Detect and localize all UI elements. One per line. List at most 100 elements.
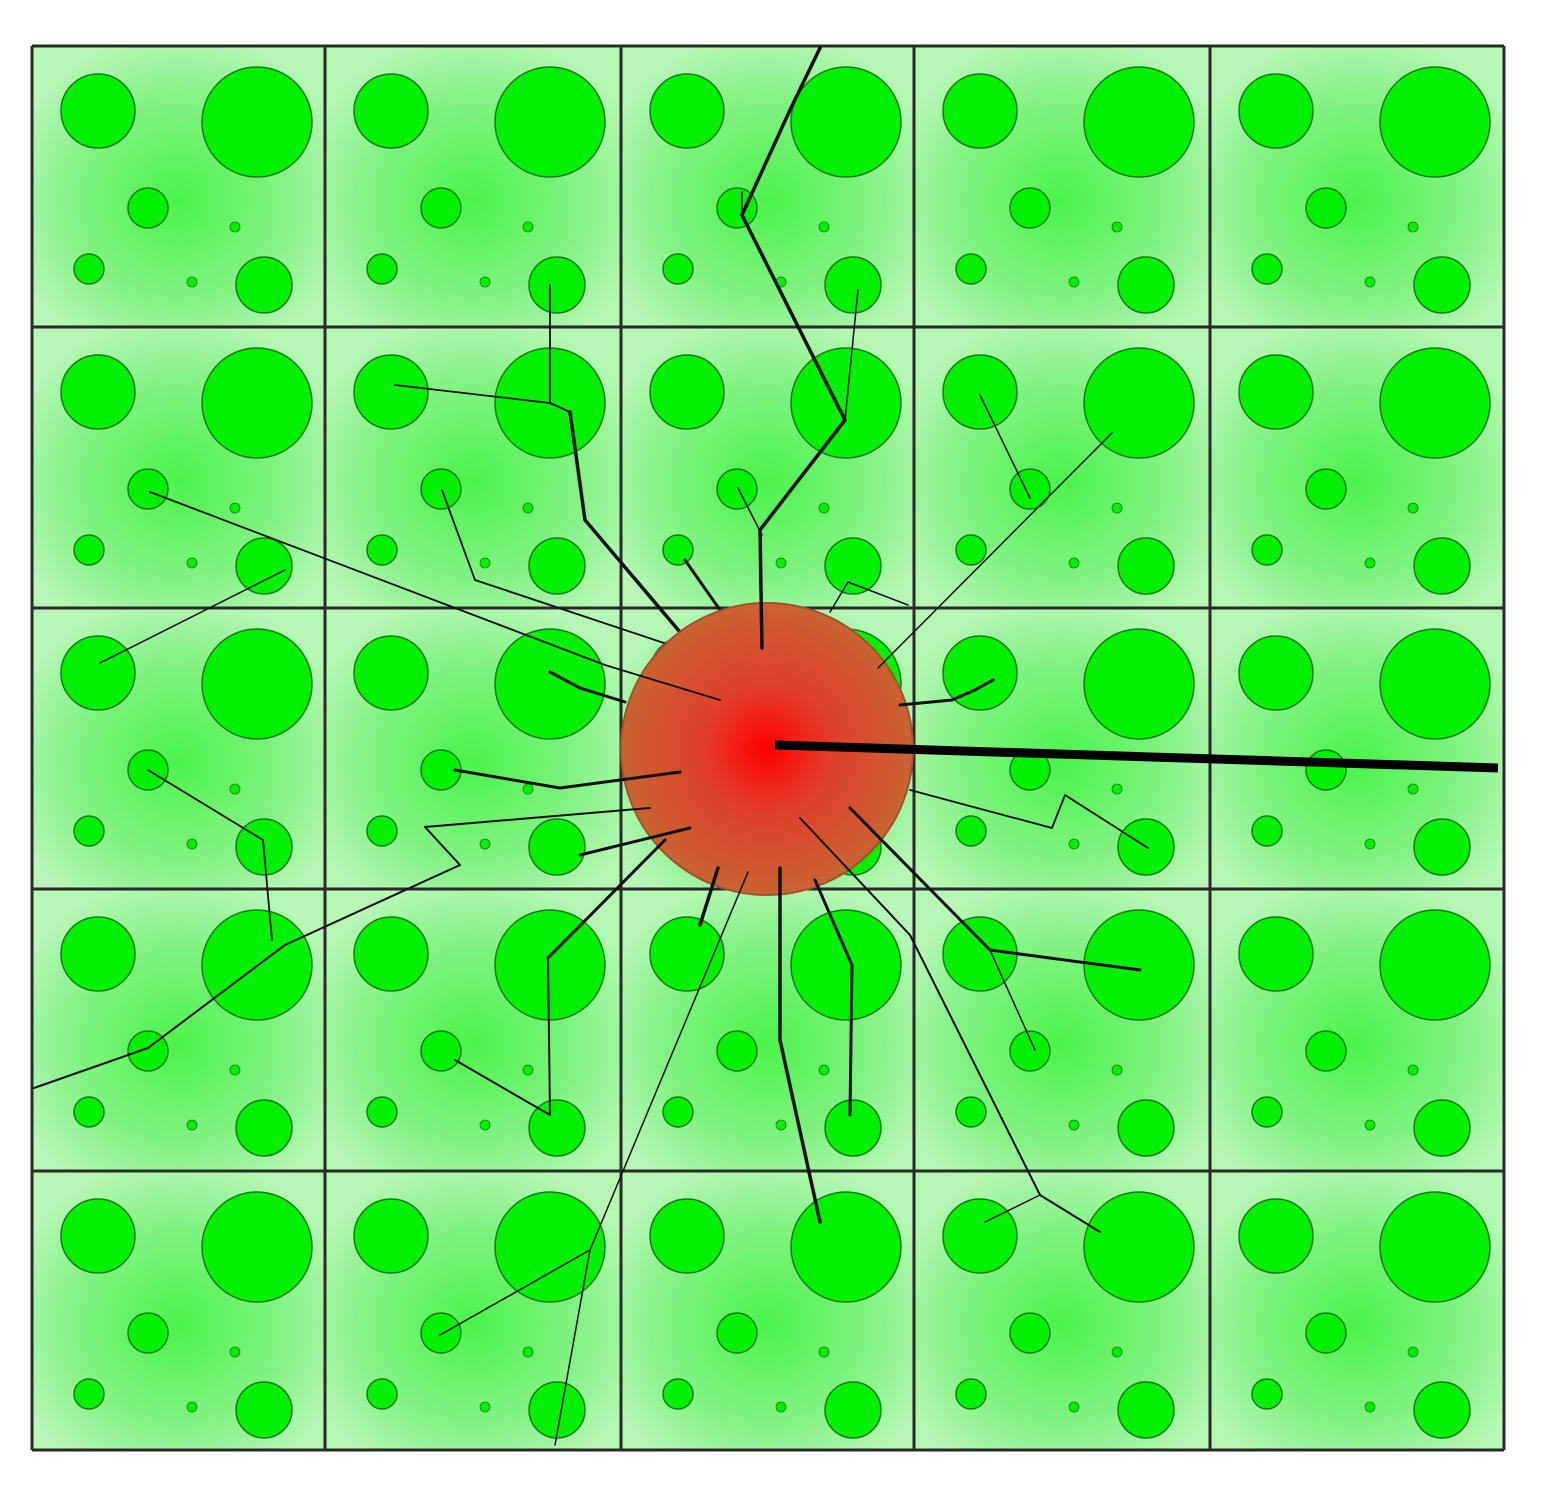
cell-dot [649,354,725,430]
cell-dot [186,557,198,569]
cell-dot [479,838,491,850]
cell-dot [494,66,606,178]
cell-dot [201,66,313,178]
grid-cell [32,1171,325,1450]
branch-line [778,866,822,1224]
branch-line [737,487,763,536]
cell-dot [824,1099,882,1157]
cell-dot [60,354,136,430]
cell-dot [716,468,758,510]
cell-dot [1083,909,1195,1021]
cell-dot [1083,1191,1195,1303]
cell-dot [662,253,694,285]
cell-dot [1413,256,1471,314]
cell-dot [662,1378,694,1410]
branch-line [799,817,1101,1233]
grid-cell [325,608,621,889]
cell-dot [1413,537,1471,595]
cell-dot [790,1191,902,1303]
cell-dot [1238,635,1314,711]
cell-dot [662,1096,694,1128]
cell-dot [73,1096,105,1128]
cell-dot [1364,557,1376,569]
grid-cell [32,327,325,608]
cell-dot [1305,187,1347,229]
cell-dot [229,783,241,795]
cell-dot [824,256,882,314]
cell-dot [1251,1096,1283,1128]
grid-cell [914,327,1210,608]
cell-dot [942,635,1018,711]
cell-dot [790,66,902,178]
cell-dot [366,1096,398,1128]
cell-dot [1413,818,1471,876]
branch-line [979,394,1031,499]
cell-dot [1251,534,1283,566]
cell-dot [201,628,313,740]
grid-cell [32,608,325,889]
cell-dot [353,1198,429,1274]
cell-dot [1238,354,1314,430]
cell-dot [353,73,429,149]
grid-cell [914,889,1210,1171]
cell-dot [479,557,491,569]
cell-dot [649,916,725,992]
cell-dot [1407,502,1419,514]
cell-dot [479,276,491,288]
grid-cell [1210,608,1504,889]
cell-dot [73,534,105,566]
cell-dot [1407,1346,1419,1358]
branch-line [898,678,995,707]
cell-dot [366,534,398,566]
cell-dot [1068,276,1080,288]
cell-dot [1413,1381,1471,1439]
grid-cell [1210,46,1504,327]
cell-dot [528,818,586,876]
cell-dot [1111,783,1123,795]
cell-dot [662,534,694,566]
grid-cell [1210,889,1504,1171]
cell-dot [235,537,293,595]
cell-dot [1068,557,1080,569]
cell-dot [1379,347,1491,459]
cell-dot [528,1381,586,1439]
cell-dot [1379,628,1491,740]
cell-dot [1117,256,1175,314]
branch-line [549,402,571,413]
cell-dot [942,354,1018,430]
grid-cell [621,889,914,1171]
cell-dot [716,187,758,229]
branch-line [989,949,1036,1051]
cell-dot [366,253,398,285]
cell-dot [1238,73,1314,149]
cell-dot [1083,347,1195,459]
cell-dot [1364,1401,1376,1413]
branch-line [568,410,687,640]
cell-dot [716,1030,758,1072]
cell-dot [1238,916,1314,992]
cell-dot [1083,628,1195,740]
cell-dot [522,502,534,514]
branch-line [813,878,854,1117]
cell-dot [201,347,313,459]
branch-line [149,491,721,701]
branch-line [441,489,671,646]
cell-dot [73,815,105,847]
cell-dot [1305,749,1347,791]
grid-cell [621,46,914,327]
cell-dot [649,73,725,149]
cell-dot [1251,1378,1283,1410]
cell-dot [790,909,902,1021]
cell-dot [528,537,586,595]
cell-dot [494,1191,606,1303]
cell-dot [1111,1346,1123,1358]
branch-line [877,432,1113,669]
cell-dot [1407,221,1419,233]
grid-cell [1210,1171,1504,1450]
cell-dot [229,1064,241,1076]
cell-dot [528,1099,586,1157]
cell-dot [1413,1099,1471,1157]
cell-dot [1068,838,1080,850]
cell-dot [353,916,429,992]
cell-dot [60,916,136,992]
